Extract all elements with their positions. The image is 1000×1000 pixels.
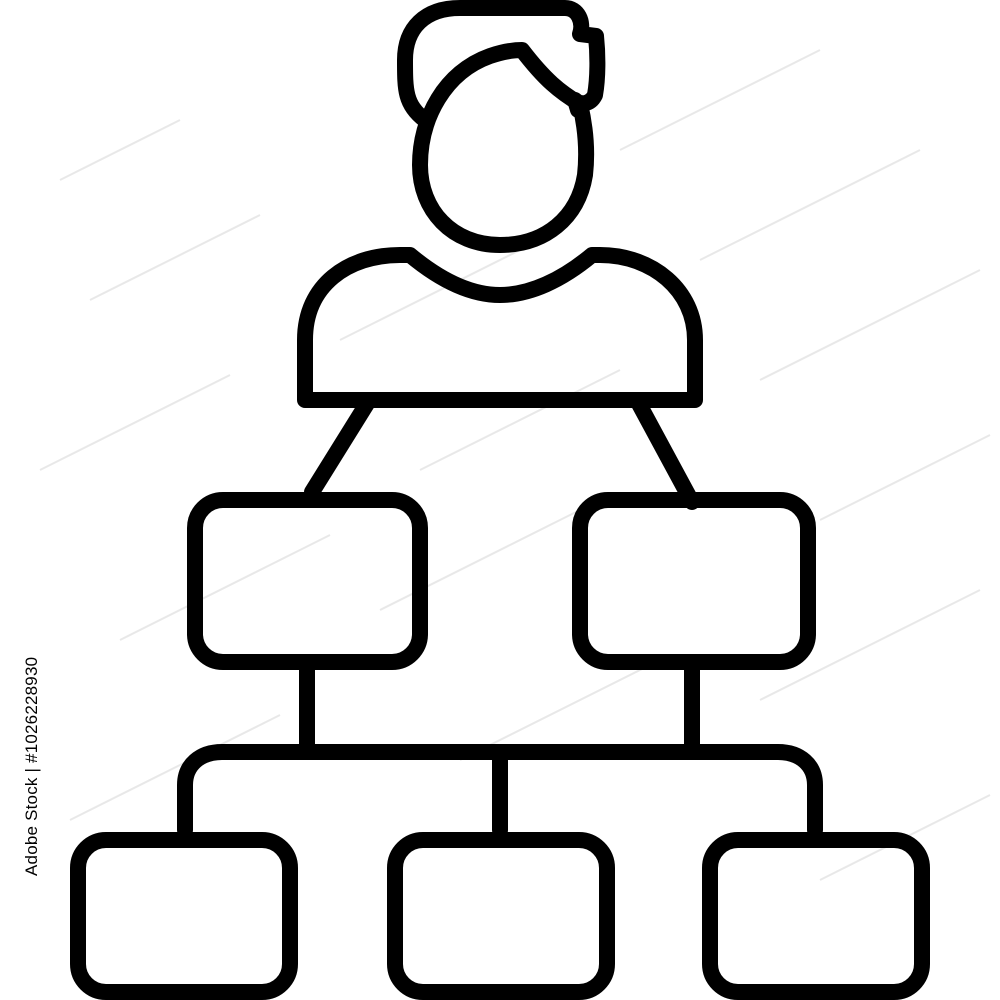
stock-id-label: Adobe Stock | #1026228930 bbox=[22, 656, 41, 876]
person-head-icon bbox=[397, 0, 606, 253]
watermark-pattern bbox=[39, 49, 991, 881]
middle-box-right bbox=[572, 492, 816, 670]
connector-person-right bbox=[630, 394, 700, 510]
middle-box-left bbox=[187, 492, 428, 670]
bottom-box-right bbox=[702, 832, 930, 1000]
connector-person-left bbox=[304, 394, 376, 500]
bottom-box-center bbox=[387, 832, 615, 1000]
bottom-box-left bbox=[70, 832, 298, 1000]
person-torso-icon bbox=[297, 247, 703, 408]
